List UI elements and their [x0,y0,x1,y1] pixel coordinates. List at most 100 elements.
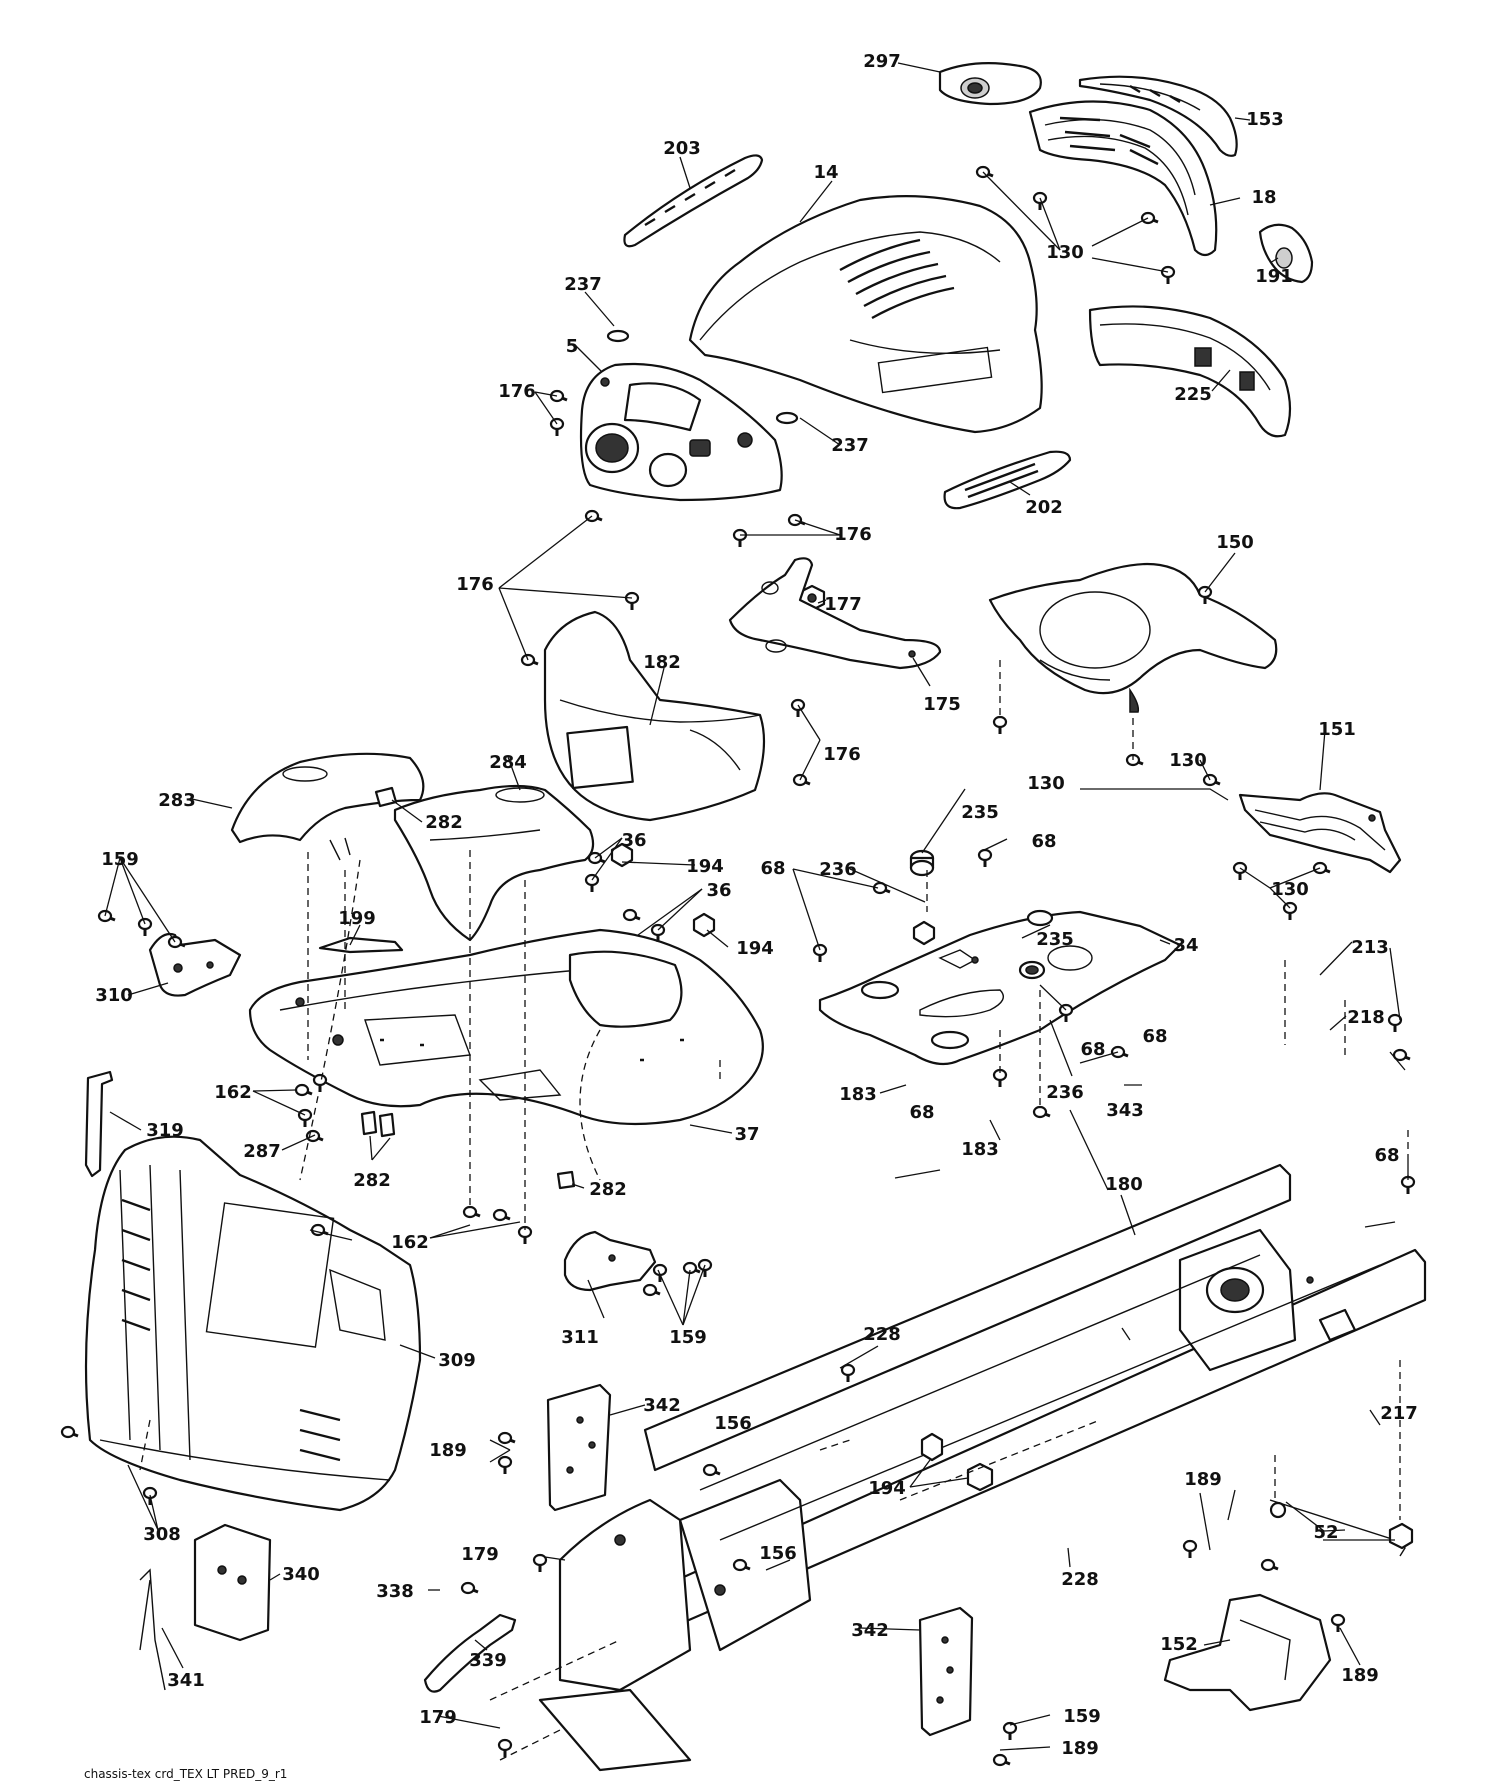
part-194-nut-c [920,1432,944,1462]
callout-34: 34 [1173,935,1198,956]
callout-342: 342 [643,1395,681,1416]
callout-282: 282 [425,812,463,833]
fastener-screw [1387,1013,1403,1032]
callout-36: 36 [706,880,731,901]
callout-176: 176 [456,574,494,595]
fastener-screw [682,1261,701,1275]
callout-319: 319 [146,1120,184,1141]
fastener-screw [992,1753,1011,1767]
part-319-bracket [84,1070,114,1178]
part-14-hood [688,195,1043,434]
callout-68: 68 [909,1102,934,1123]
part-18-grille-frame [1028,100,1218,257]
callout-191: 191 [1255,266,1293,287]
callout-218: 218 [1347,1007,1385,1028]
part-203-side-vent [623,154,764,248]
part-175-bracket [728,557,942,670]
fastener-screw [975,165,994,179]
part-282-clip-upper [374,786,398,808]
callout-176: 176 [498,381,536,402]
callout-228: 228 [863,1324,901,1345]
fastener-screw [460,1581,479,1595]
part-180-frame [538,1163,1427,1772]
part-202-vent [943,450,1072,510]
callout-179: 179 [461,1544,499,1565]
fastener-screw [462,1205,481,1219]
part-284-seat-pan [393,784,595,942]
part-310-bracket [148,932,242,997]
callout-176: 176 [823,744,861,765]
part-341-spring [139,1568,166,1691]
callout-156: 156 [714,1413,752,1434]
fastener-screw [624,591,640,610]
callout-130: 130 [1169,750,1207,771]
callout-309: 309 [438,1350,476,1371]
callout-18: 18 [1251,187,1276,208]
callout-182: 182 [643,652,681,673]
part-37-footrest [248,928,764,1126]
part-282-clip-mid [360,1110,396,1138]
callout-189: 189 [429,1440,467,1461]
callout-236: 236 [819,859,857,880]
part-34-control-plate [818,910,1182,1066]
callout-189: 189 [1061,1738,1099,1759]
fastener-screw [732,1558,751,1572]
fastener-screw [977,848,993,867]
callout-202: 202 [1025,497,1063,518]
callout-311: 311 [561,1327,599,1348]
callout-68: 68 [1031,831,1056,852]
callout-189: 189 [1341,1665,1379,1686]
fastener-screw [584,873,600,892]
part-339-lever [423,1613,517,1693]
part-194-nut-d [966,1462,994,1492]
fastener-screw [497,1738,513,1757]
fastener-screw [1125,753,1144,767]
callout-177: 177 [824,594,862,615]
callout-194: 194 [868,1478,906,1499]
callout-199: 199 [338,908,376,929]
part-297-headlight-lens [938,62,1042,106]
callouts: 297 153 203 14 18 130 191 237 5 176 237 … [95,51,1418,1759]
fastener-screw [587,851,606,865]
fastener-screw [1032,1105,1051,1119]
fastener-screw [549,417,565,436]
callout-236: 236 [1046,1082,1084,1103]
callout-162: 162 [391,1232,429,1253]
fastener-screw [1312,861,1331,875]
part-194-nut-b [692,912,716,938]
leader-lines [104,62,1409,1751]
callout-152: 152 [1160,1634,1198,1655]
callout-235: 235 [1036,929,1074,950]
drawing-reference: chassis-tex crd_TEX LT PRED_9_r1 [84,1767,287,1781]
fastener-screw [167,935,186,949]
callout-287: 287 [243,1141,281,1162]
fastener-screw [1140,211,1159,225]
part-236-bushing-upper [912,920,936,946]
fastener-screw [497,1431,516,1445]
callout-150: 150 [1216,532,1254,553]
fastener-screw [294,1083,313,1097]
fastener-screw [1260,1558,1279,1572]
part-342-plate-upper [546,1383,612,1512]
callout-339: 339 [469,1650,507,1671]
fastener-screw [520,653,539,667]
callout-308: 308 [143,1524,181,1545]
fastener-screw [812,943,828,962]
parts-drawings [84,62,1427,1772]
fastener-screw [872,881,891,895]
fastener-screw [1330,1613,1346,1632]
callout-179: 179 [419,1707,457,1728]
callout-37: 37 [734,1124,759,1145]
callout-52: 52 [1313,1522,1338,1543]
part-235-spacer-upper [909,849,935,877]
callout-162: 162 [214,1082,252,1103]
callout-153: 153 [1246,109,1284,130]
callout-183: 183 [839,1084,877,1105]
callout-183: 183 [961,1139,999,1160]
part-225-front-bumper [1088,305,1292,438]
fastener-screw [549,389,568,403]
callout-159: 159 [1063,1706,1101,1727]
callout-159: 159 [101,849,139,870]
part-309-front-grille [84,1135,422,1512]
part-199-plate [318,936,404,954]
